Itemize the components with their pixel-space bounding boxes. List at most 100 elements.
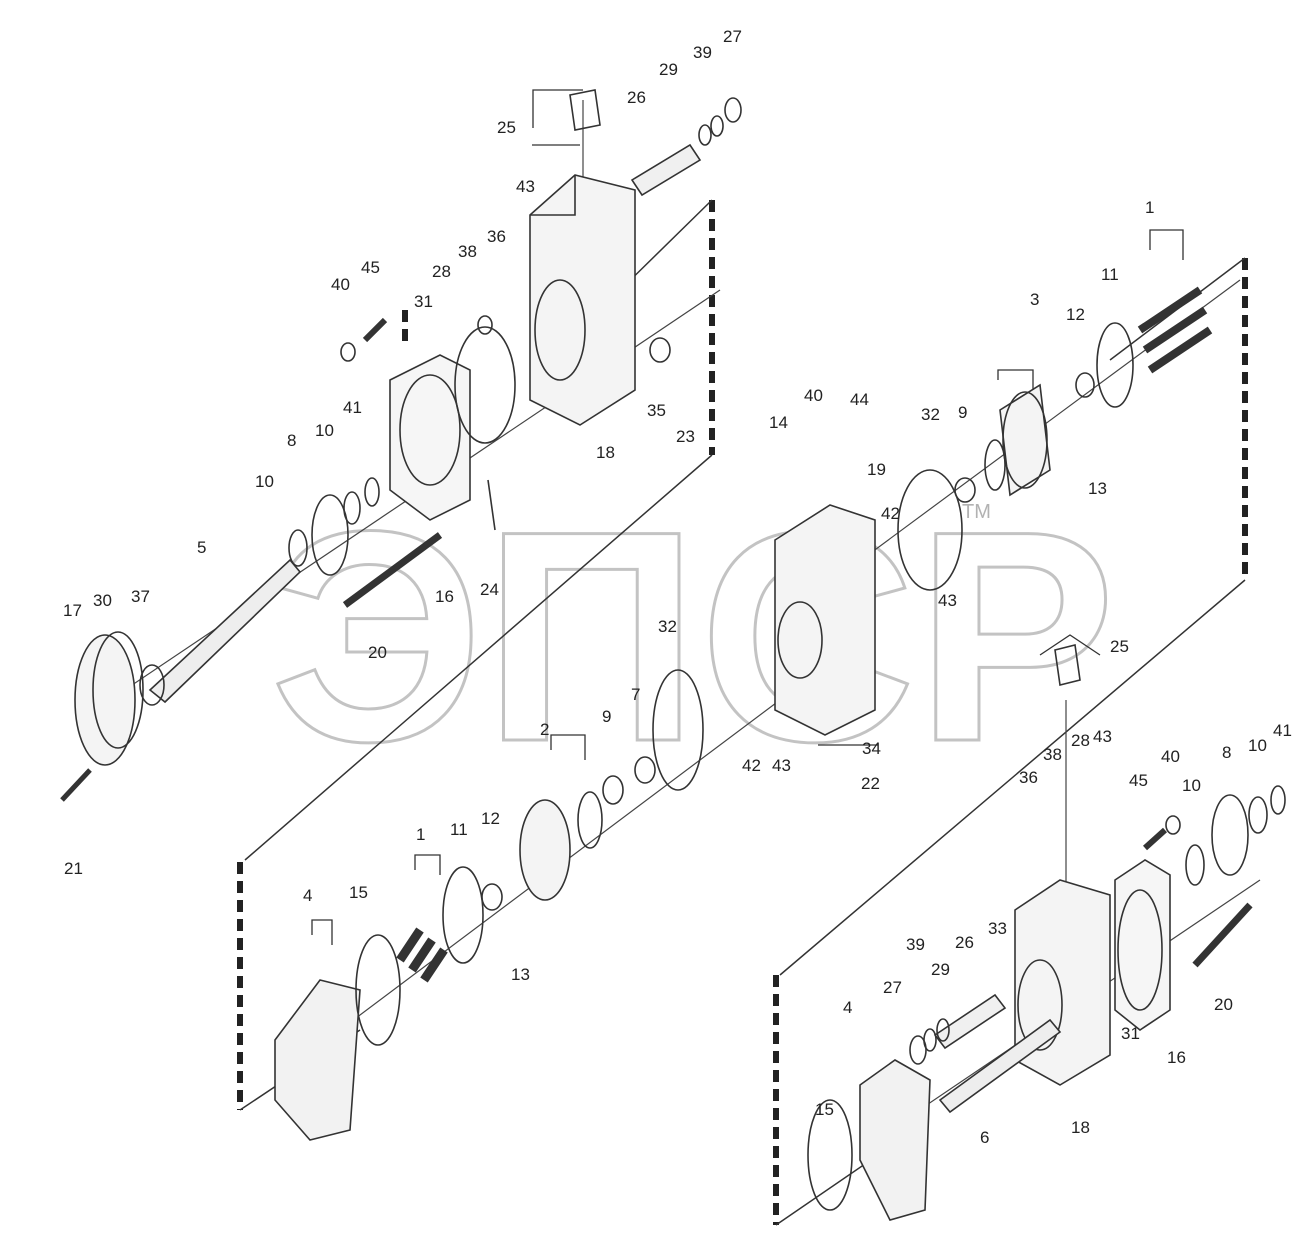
part-label-l25b: 25 (1110, 637, 1129, 656)
bracket-1a (1149, 229, 1184, 260)
cylinder-block-3-face (1002, 391, 1048, 489)
retainer-11a (1096, 322, 1134, 408)
oring-29b (936, 1018, 950, 1042)
bolt-21 (60, 768, 92, 802)
part-label-l2a: 2 (540, 720, 549, 739)
part-label-l29b: 29 (931, 960, 950, 979)
part-label-l17a: 17 (63, 601, 82, 620)
part-label-l36a: 36 (487, 227, 506, 246)
cylinder-block-2 (519, 799, 571, 901)
valve-block-19 (774, 504, 876, 736)
part-label-l18a: 18 (596, 443, 615, 462)
bolt-20a (342, 532, 443, 608)
bracket-25b (1039, 634, 1101, 656)
part-label-l44a: 44 (850, 390, 869, 409)
part-label-l28b: 28 (1071, 731, 1090, 750)
part-label-l40b: 40 (804, 386, 823, 405)
part-label-l19a: 19 (867, 460, 886, 479)
part-label-l5a: 5 (197, 538, 206, 557)
part-label-l20b: 20 (1214, 995, 1233, 1014)
part-label-l32a: 32 (921, 405, 940, 424)
part-label-l38b: 38 (1043, 745, 1062, 764)
pin-45a (362, 317, 388, 343)
oring-32a (897, 469, 963, 591)
oring-30 (92, 631, 144, 749)
part-label-l1a: 1 (1145, 198, 1154, 217)
part-label-l27b: 27 (883, 978, 902, 997)
plug-27b (909, 1035, 927, 1065)
pistons-1b (396, 927, 448, 983)
housing-upper-edge (530, 175, 576, 216)
bracket-1b (414, 854, 441, 875)
port-fitting-lower (1054, 644, 1081, 686)
part-label-l7a: 7 (631, 685, 640, 704)
part-label-l43d: 43 (1093, 727, 1112, 746)
part-label-l27a: 27 (723, 27, 742, 46)
ring-41b (1270, 785, 1286, 815)
part-label-l20a: 20 (368, 643, 387, 662)
group-outlines (237, 200, 1248, 1225)
pin-7 (634, 756, 656, 784)
part-label-l38a: 38 (458, 242, 477, 261)
part-label-l13b: 13 (511, 965, 530, 984)
part-label-l16b: 16 (1167, 1048, 1186, 1067)
part-label-l40c: 40 (1161, 747, 1180, 766)
part-label-l4a: 4 (303, 886, 312, 905)
part-label-l32b: 32 (658, 617, 677, 636)
part-label-l8b: 8 (1222, 743, 1231, 762)
part-label-l12b: 12 (481, 809, 500, 828)
bracket-4a (311, 919, 333, 945)
part-label-l1b: 1 (416, 825, 425, 844)
shaft-upper (148, 558, 302, 704)
control-spool-lower (933, 993, 1007, 1050)
part-label-l15b: 15 (815, 1100, 834, 1119)
part-label-l24a: 24 (480, 580, 499, 599)
retainer-11b (442, 866, 484, 964)
part-label-l43b: 43 (938, 591, 957, 610)
part-label-l34a: 34 (862, 739, 881, 758)
watermark: ЭПСР TM (269, 467, 1118, 806)
part-label-l23a: 23 (676, 427, 695, 446)
part-label-l10b: 10 (255, 472, 274, 491)
part-label-l6a: 6 (980, 1128, 989, 1147)
plate-15a (355, 934, 401, 1046)
shaft-lower (938, 1018, 1062, 1114)
watermark-text: ЭПСР (270, 468, 1116, 804)
bolt-20b (1192, 902, 1253, 968)
bracket-2 (550, 734, 586, 760)
part-label-l18b: 18 (1071, 1118, 1090, 1137)
part-label-l29a: 29 (659, 60, 678, 79)
part-label-l35a: 35 (647, 401, 666, 420)
housing-upper-bore (534, 279, 586, 381)
bracket-3 (997, 369, 1034, 390)
cover-upper (389, 354, 471, 521)
part-label-l30a: 30 (93, 591, 112, 610)
oring-31b (1117, 889, 1163, 1011)
port-fitting-upper (569, 89, 601, 131)
valve-plate-2 (577, 791, 603, 849)
part-label-l45a: 45 (361, 258, 380, 277)
ring-28a (477, 315, 493, 335)
ring-10b (288, 529, 308, 567)
flange-17 (74, 634, 136, 766)
oring-29a (698, 124, 712, 146)
link-line-b (779, 579, 1246, 976)
ring-10a (343, 491, 361, 525)
part-label-l39a: 39 (693, 43, 712, 62)
part-label-l25a: 25 (497, 118, 516, 137)
pin-24 (487, 479, 496, 531)
part-label-l9b: 9 (602, 707, 611, 726)
swash-plate-upper (274, 979, 361, 1141)
part-label-l15a: 15 (349, 883, 368, 902)
cover-lower (1114, 859, 1171, 1031)
part-label-l3a: 3 (1030, 290, 1039, 309)
oring-39b (923, 1028, 937, 1052)
part-label-l42b: 42 (742, 756, 761, 775)
swash-plate-lower (859, 1059, 931, 1221)
part-label-l16a: 16 (435, 587, 454, 606)
control-spool-upper (630, 143, 702, 197)
part-label-l13a: 13 (1088, 479, 1107, 498)
